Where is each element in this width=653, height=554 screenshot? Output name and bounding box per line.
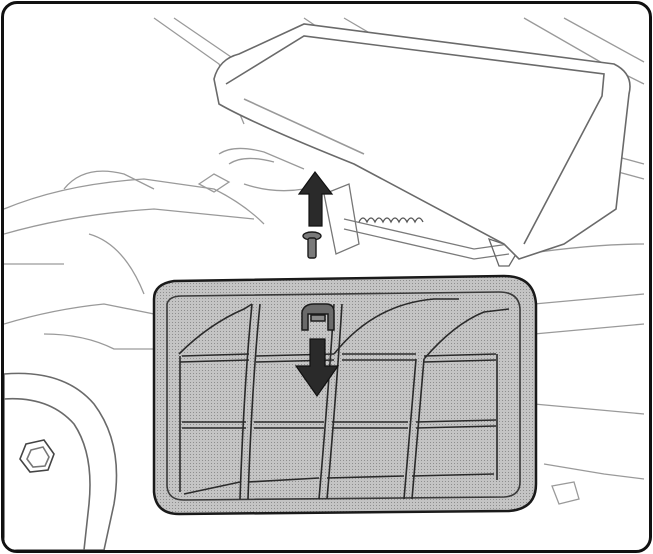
- bag-frame: [178, 298, 510, 500]
- arrow-up-icon: [297, 170, 334, 227]
- rear-wheel: [4, 372, 118, 550]
- mower-bag-diagram: [4, 17, 645, 550]
- mower-body: [4, 17, 645, 505]
- grass-bag: [152, 274, 538, 516]
- rear-flap: [213, 23, 631, 260]
- clip-fastener-icon: [301, 303, 335, 331]
- pin-fastener-icon: [302, 231, 322, 259]
- arrow-down-icon: [294, 338, 340, 398]
